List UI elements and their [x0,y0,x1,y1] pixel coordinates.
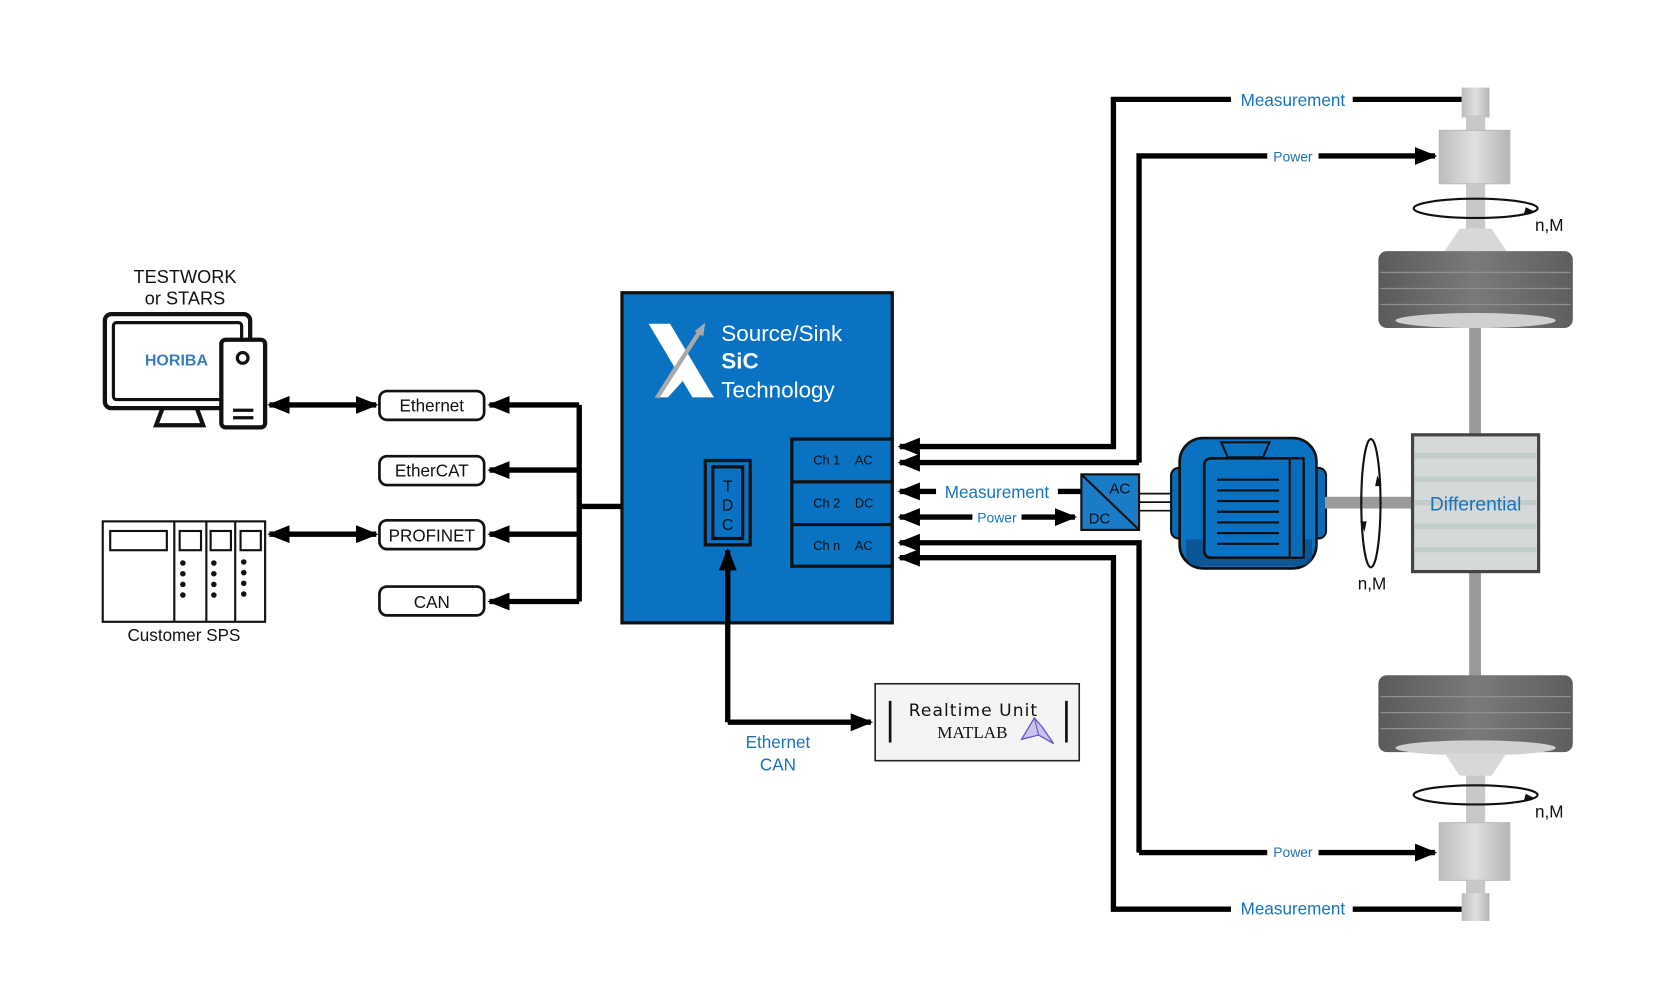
realtime-unit: Realtime Unit MATLAB [874,682,1081,762]
differential-label: Differential [1430,495,1522,516]
measurement-label: Measurement [1241,91,1346,110]
source-sink-unit: Source/Sink SiC Technology T D C Ch 1 AC… [620,291,894,625]
channel-name: Ch n [813,538,840,553]
power-label: Power [1273,844,1313,860]
power-label: Power [1273,148,1313,164]
realtime-title: Realtime Unit [909,701,1038,721]
sps-label: Customer SPS [127,626,240,645]
channel-type: AC [855,453,873,468]
pc-label-line1: TESTWORK [134,267,237,287]
channel-n: Ch n AC [813,538,872,553]
upper-torque-label: n,M [1535,216,1563,235]
measurement-label: Measurement [1241,900,1346,919]
lower-rotation-arrow-icon [1412,784,1539,806]
top-measurement-link: Measurement [897,91,1462,456]
channel-name: Ch 2 [813,495,840,510]
protocol-label: EtherCAT [395,461,469,480]
converter-ac-label: AC [1109,481,1130,498]
pc-station: TESTWORK or STARS HORIBA [102,267,268,430]
lower-axle [1469,571,1481,679]
channel-type: DC [855,495,874,510]
realtime-link-label-1: Ethernet [746,733,811,752]
converter-measurement-link: Measurement [897,482,1082,502]
tdc-letter: D [722,497,734,515]
realtime-link-label-2: CAN [760,755,796,774]
matlab-logo-icon [1020,716,1055,745]
converter-dc-label: DC [1089,511,1111,528]
protocol-label: CAN [414,593,450,612]
protocol-label: Ethernet [400,396,465,415]
channel-name: Ch 1 [813,453,840,468]
matlab-label: MATLAB [937,723,1007,742]
protocol-profinet: PROFINET [378,518,486,551]
converter-power-link: Power [897,508,1078,527]
upper-wheel-icon [1378,251,1573,328]
motor-torque-label: n,M [1358,575,1386,594]
lower-dyno-sensor [1438,753,1511,921]
horiba-logo: HORIBA [145,351,209,369]
lower-wheel-icon [1378,675,1573,756]
tdc-module: T D C [703,458,752,547]
upper-rotation-arrow-icon [1412,197,1539,220]
power-label: Power [977,509,1017,525]
bottom-measurement-link: Measurement [897,548,1462,919]
unit-title-line1: Source/Sink [721,321,843,346]
pc-tower-icon [219,337,268,430]
channel-2: Ch 2 DC [813,495,873,510]
upper-dyno-sensor [1438,87,1511,252]
channel-type: AC [855,538,873,553]
x-logo-icon [648,322,714,399]
motor-shaft [1324,496,1413,509]
bottom-power-link: Power [897,533,1438,862]
differential: Differential [1410,433,1541,574]
protocol-ethernet: Ethernet [378,389,486,422]
channel-block: Ch 1 AC Ch 2 DC Ch n AC [790,437,894,568]
channel-1: Ch 1 AC [813,453,872,468]
realtime-link: Ethernet CAN [718,547,874,774]
lower-torque-label: n,M [1535,802,1563,821]
protocol-can: CAN [378,585,486,617]
ac-dc-converter: AC DC [1080,473,1176,531]
customer-sps: Customer SPS [101,520,267,645]
pc-label-line2: or STARS [145,288,225,308]
upper-axle [1469,325,1481,437]
protocol-label: PROFINET [389,527,476,546]
tdc-letter: C [722,516,734,534]
tdc-letter: T [723,477,733,495]
protocol-ethercat: EtherCAT [378,454,486,487]
unit-title-line2: SiC [721,349,758,374]
top-power-link: Power [897,147,1438,472]
measurement-label: Measurement [945,483,1050,502]
electric-motor-icon [1170,436,1328,570]
unit-title-line3: Technology [721,377,835,402]
